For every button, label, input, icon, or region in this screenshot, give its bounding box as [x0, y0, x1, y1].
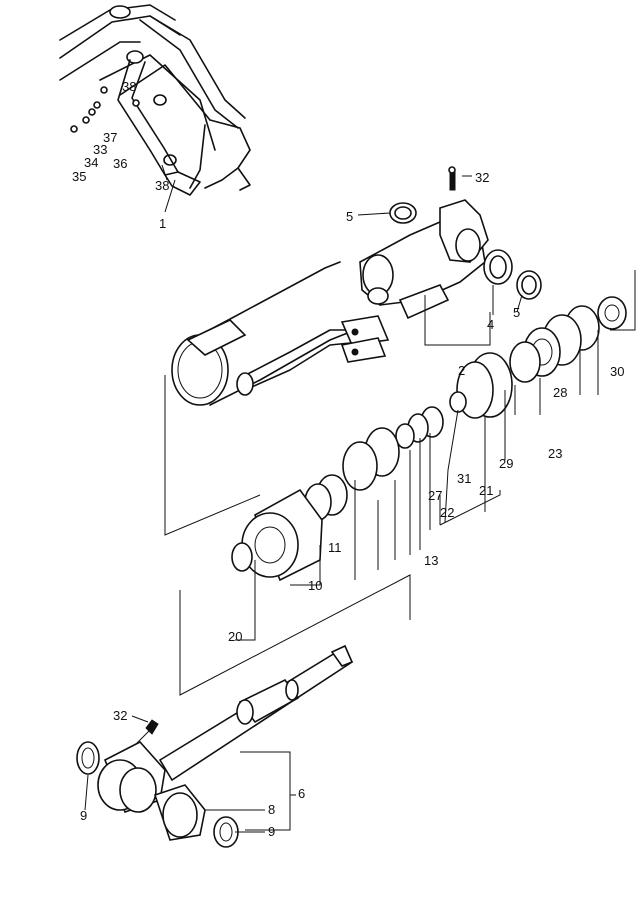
label-part-1: 1 — [159, 216, 166, 231]
label-part-5-lower: 5 — [513, 305, 520, 320]
label-part-22: 22 — [440, 505, 454, 520]
label-part-6: 6 — [298, 786, 305, 801]
label-part-27: 27 — [428, 488, 442, 503]
label-part-5-upper: 5 — [346, 209, 353, 224]
label-part-28: 28 — [553, 385, 567, 400]
label-part-33: 33 — [93, 142, 107, 157]
piston-assembly — [179, 270, 636, 696]
label-part-32-upper: 32 — [475, 170, 489, 185]
piston-rod — [76, 644, 354, 848]
label-part-4: 4 — [487, 317, 494, 332]
leader-lines — [84, 164, 523, 833]
part-labels: 1 2 4 5 5 6 8 9 9 10 11 13 20 21 22 23 2… — [72, 79, 624, 839]
machine-frame — [59, 4, 251, 196]
label-part-9-left: 9 — [80, 808, 87, 823]
label-part-36: 36 — [113, 156, 127, 171]
label-part-13: 13 — [424, 553, 438, 568]
label-part-29: 29 — [499, 456, 513, 471]
label-part-31: 31 — [457, 471, 471, 486]
label-part-30: 30 — [610, 364, 624, 379]
label-part-20: 20 — [228, 629, 242, 644]
label-part-35: 35 — [72, 169, 86, 184]
label-part-34: 34 — [84, 155, 98, 170]
label-part-2: 2 — [458, 363, 465, 378]
label-part-38-lower: 38 — [155, 178, 169, 193]
cylinder-tube — [164, 261, 390, 536]
label-part-9-right: 9 — [268, 824, 275, 839]
cylinder-head — [359, 166, 542, 346]
label-part-21: 21 — [479, 483, 493, 498]
label-part-23: 23 — [548, 446, 562, 461]
label-part-32-lower: 32 — [113, 708, 127, 723]
label-part-10: 10 — [308, 578, 322, 593]
label-part-8: 8 — [268, 802, 275, 817]
label-part-11: 11 — [328, 540, 342, 555]
label-part-37: 37 — [103, 130, 117, 145]
label-part-38-upper: 38 — [122, 79, 136, 94]
